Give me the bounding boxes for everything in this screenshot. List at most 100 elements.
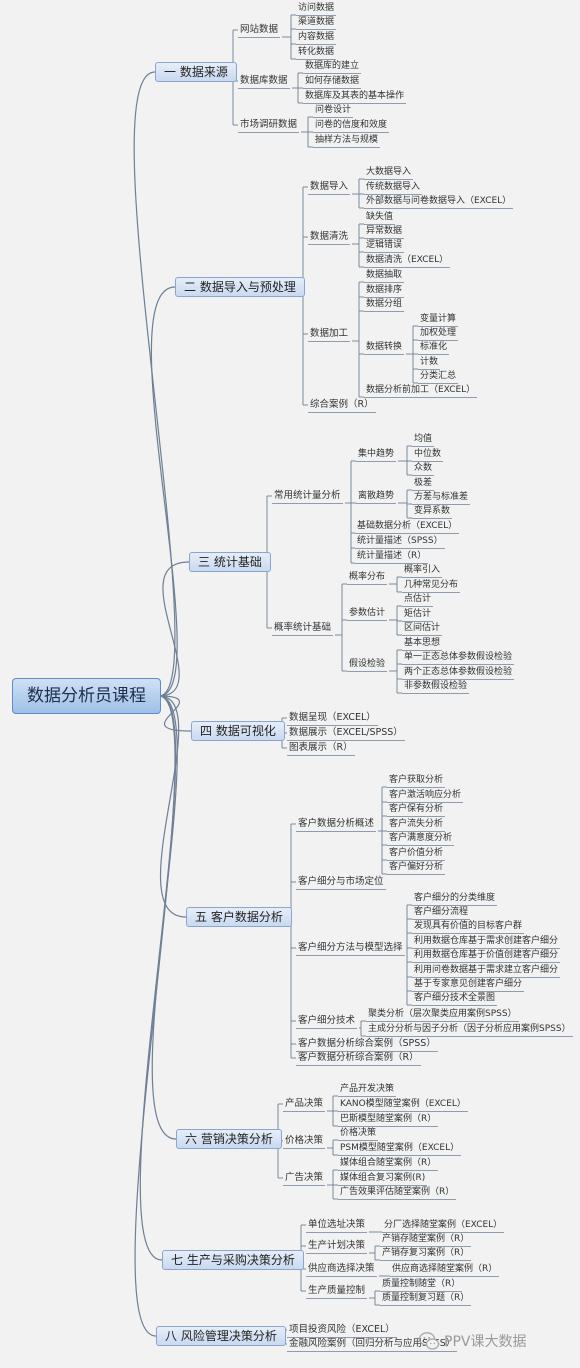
item-产销存随堂案例-R: 产销存随堂案例（R） — [382, 1234, 470, 1244]
item-概率分布: 概率分布 — [349, 572, 386, 582]
branch-4: 四 数据可视化 — [191, 721, 285, 741]
item-数据库的建立: 数据库的建立 — [305, 61, 360, 71]
item-访问数据: 访问数据 — [298, 3, 335, 13]
topic-生产计划决策: 生产计划决策 — [308, 1240, 366, 1251]
topic-生产质量控制: 生产质量控制 — [308, 1285, 366, 1296]
item-利用数据仓库基于价值创建客户细分: 利用数据仓库基于价值创建客户细分 — [414, 950, 559, 960]
item-抽样方法与规模: 抽样方法与规模 — [315, 135, 379, 145]
topic-客户数据分析综合案例-SPSS: 客户数据分析综合案例（SPSS） — [298, 1038, 436, 1049]
item-数据转换: 数据转换 — [366, 342, 403, 352]
item-客户价值分析: 客户价值分析 — [389, 848, 444, 858]
branch-7: 七 生产与采购决策分析 — [162, 1250, 304, 1270]
item-离散趋势: 离散趋势 — [358, 491, 395, 501]
item-基础数据分析-EXCEL: 基础数据分析（EXCEL） — [357, 521, 458, 531]
item-变量计算: 变量计算 — [420, 314, 457, 324]
item-基本思想: 基本思想 — [404, 638, 441, 648]
item-聚类分析-层次聚类应用案例SPSS: 聚类分析（层次聚类应用案例SPSS） — [368, 1009, 517, 1019]
item-逻辑错误: 逻辑错误 — [366, 240, 403, 250]
item-统计量描述-R: 统计量描述（R） — [357, 551, 427, 561]
item-供应商选择随堂案例-R: 供应商选择随堂案例（R） — [392, 1264, 498, 1274]
topic-广告决策: 广告决策 — [285, 1172, 324, 1183]
connector-line — [158, 695, 192, 732]
item-客户流失分析: 客户流失分析 — [389, 819, 444, 829]
topic-产品决策: 产品决策 — [285, 1098, 324, 1109]
item-非参数假设检验: 非参数假设检验 — [404, 681, 468, 691]
item-产销存复习案例-R: 产销存复习案例（R） — [382, 1248, 470, 1258]
item-问卷设计: 问卷设计 — [315, 105, 352, 115]
item-数据分析前加工-EXCEL: 数据分析前加工（EXCEL） — [366, 385, 476, 395]
item-单一正态总体参数假设检验: 单一正态总体参数假设检验 — [404, 652, 513, 662]
item-价格决策: 价格决策 — [340, 1128, 377, 1138]
topic-供应商选择决策: 供应商选择决策 — [308, 1263, 375, 1274]
topic-数据呈现-EXCEL: 数据呈现（EXCEL） — [289, 712, 376, 723]
topic-数据清洗: 数据清洗 — [310, 231, 349, 242]
topic-单位选址决策: 单位选址决策 — [308, 1219, 366, 1230]
item-中位数: 中位数 — [414, 449, 442, 459]
topic-客户数据分析概述: 客户数据分析概述 — [298, 818, 375, 829]
topic-客户细分与市场定位: 客户细分与市场定位 — [298, 876, 384, 887]
watermark-text: PPV课大数据 — [444, 1334, 527, 1350]
item-统计量描述-SPSS: 统计量描述（SPSS） — [357, 536, 443, 546]
item-客户细分技术全景图: 客户细分技术全景图 — [414, 993, 496, 1003]
item-大数据导入: 大数据导入 — [366, 167, 412, 177]
topic-价格决策: 价格决策 — [285, 1135, 324, 1146]
item-均值: 均值 — [414, 434, 433, 444]
item-数据抽取: 数据抽取 — [366, 270, 403, 280]
item-矩估计: 矩估计 — [404, 609, 432, 619]
item-标准化: 标准化 — [420, 342, 448, 352]
item-数据排序: 数据排序 — [366, 285, 403, 295]
item-客户偏好分析: 客户偏好分析 — [389, 862, 444, 872]
item-外部数据与问卷数据导入-EXCEL: 外部数据与问卷数据导入（EXCEL） — [366, 196, 512, 206]
item-广告效果评估随堂案例-R: 广告效果评估随堂案例（R） — [340, 1187, 455, 1197]
item-方差与标准差: 方差与标准差 — [414, 492, 469, 502]
connector-line — [139, 695, 177, 1261]
item-区间估计: 区间估计 — [404, 623, 441, 633]
topic-金融风险案例-回归分析与应用SPSS: 金融风险案例（回归分析与应用SPSS） — [289, 1338, 456, 1349]
branch-1: 一 数据来源 — [155, 62, 237, 82]
item-主成分分析与因子分析-因子分析应用案例SPSS: 主成分分析与因子分析（因子分析应用案例SPSS） — [368, 1024, 571, 1034]
connector-line — [150, 286, 178, 697]
topic-图表展示-R: 图表展示（R） — [289, 742, 353, 753]
connector-line — [133, 71, 176, 697]
item-渠道数据: 渠道数据 — [298, 17, 335, 27]
item-分类汇总: 分类汇总 — [420, 371, 457, 381]
topic-综合案例-R: 综合案例（R） — [310, 399, 374, 410]
branch-2: 二 数据导入与预处理 — [175, 277, 305, 297]
connector-line — [158, 561, 190, 697]
item-数据清洗-EXCEL: 数据清洗（EXCEL） — [366, 255, 449, 265]
item-客户细分的分类维度: 客户细分的分类维度 — [414, 893, 496, 903]
wechat-icon — [418, 1332, 440, 1350]
topic-市场调研数据: 市场调研数据 — [240, 119, 298, 130]
item-利用问卷数据基于需求建立客户细分: 利用问卷数据基于需求建立客户细分 — [414, 965, 559, 975]
connector-line — [134, 695, 176, 1337]
item-发现具有价值的目标客户群: 发现具有价值的目标客户群 — [414, 921, 523, 931]
item-媒体组合复习案例-R: 媒体组合复习案例(R) — [340, 1173, 426, 1183]
topic-数据展示-EXCEL/SPSS: 数据展示（EXCEL/SPSS） — [289, 727, 403, 738]
item-问卷的信度和效度: 问卷的信度和效度 — [315, 120, 388, 130]
topic-概率统计基础: 概率统计基础 — [274, 622, 332, 633]
item-PSM模型随堂案例-EXCEL: PSM模型随堂案例（EXCEL） — [340, 1143, 460, 1153]
item-假设检验: 假设检验 — [349, 659, 386, 669]
item-极差: 极差 — [414, 478, 433, 488]
item-如何存储数据: 如何存储数据 — [305, 76, 360, 86]
item-KANO模型随堂案例-EXCEL: KANO模型随堂案例（EXCEL） — [340, 1099, 466, 1109]
topic-常用统计量分析: 常用统计量分析 — [274, 490, 341, 501]
item-媒体组合随堂案例-R: 媒体组合随堂案例（R） — [340, 1158, 437, 1168]
item-内容数据: 内容数据 — [298, 32, 335, 42]
item-分厂选择随堂案例-EXCEL: 分厂选择随堂案例（EXCEL） — [384, 1220, 503, 1230]
branch-5: 五 客户数据分析 — [186, 907, 292, 927]
item-概率引入: 概率引入 — [404, 565, 441, 575]
item-客户保有分析: 客户保有分析 — [389, 804, 444, 814]
item-点估计: 点估计 — [404, 594, 432, 604]
item-缺失值: 缺失值 — [366, 212, 394, 222]
item-利用数据仓库基于需求创建客户细分: 利用数据仓库基于需求创建客户细分 — [414, 936, 559, 946]
item-参数估计: 参数估计 — [349, 608, 386, 618]
item-数据库及其表的基本操作: 数据库及其表的基本操作 — [305, 91, 405, 101]
item-基于专家意见创建客户细分: 基于专家意见创建客户细分 — [414, 979, 523, 989]
item-计数: 计数 — [420, 357, 439, 367]
item-转化数据: 转化数据 — [298, 47, 335, 57]
item-两个正态总体参数假设检验: 两个正态总体参数假设检验 — [404, 667, 513, 677]
topic-客户细分技术: 客户细分技术 — [298, 1015, 356, 1026]
item-客户细分流程: 客户细分流程 — [414, 907, 469, 917]
